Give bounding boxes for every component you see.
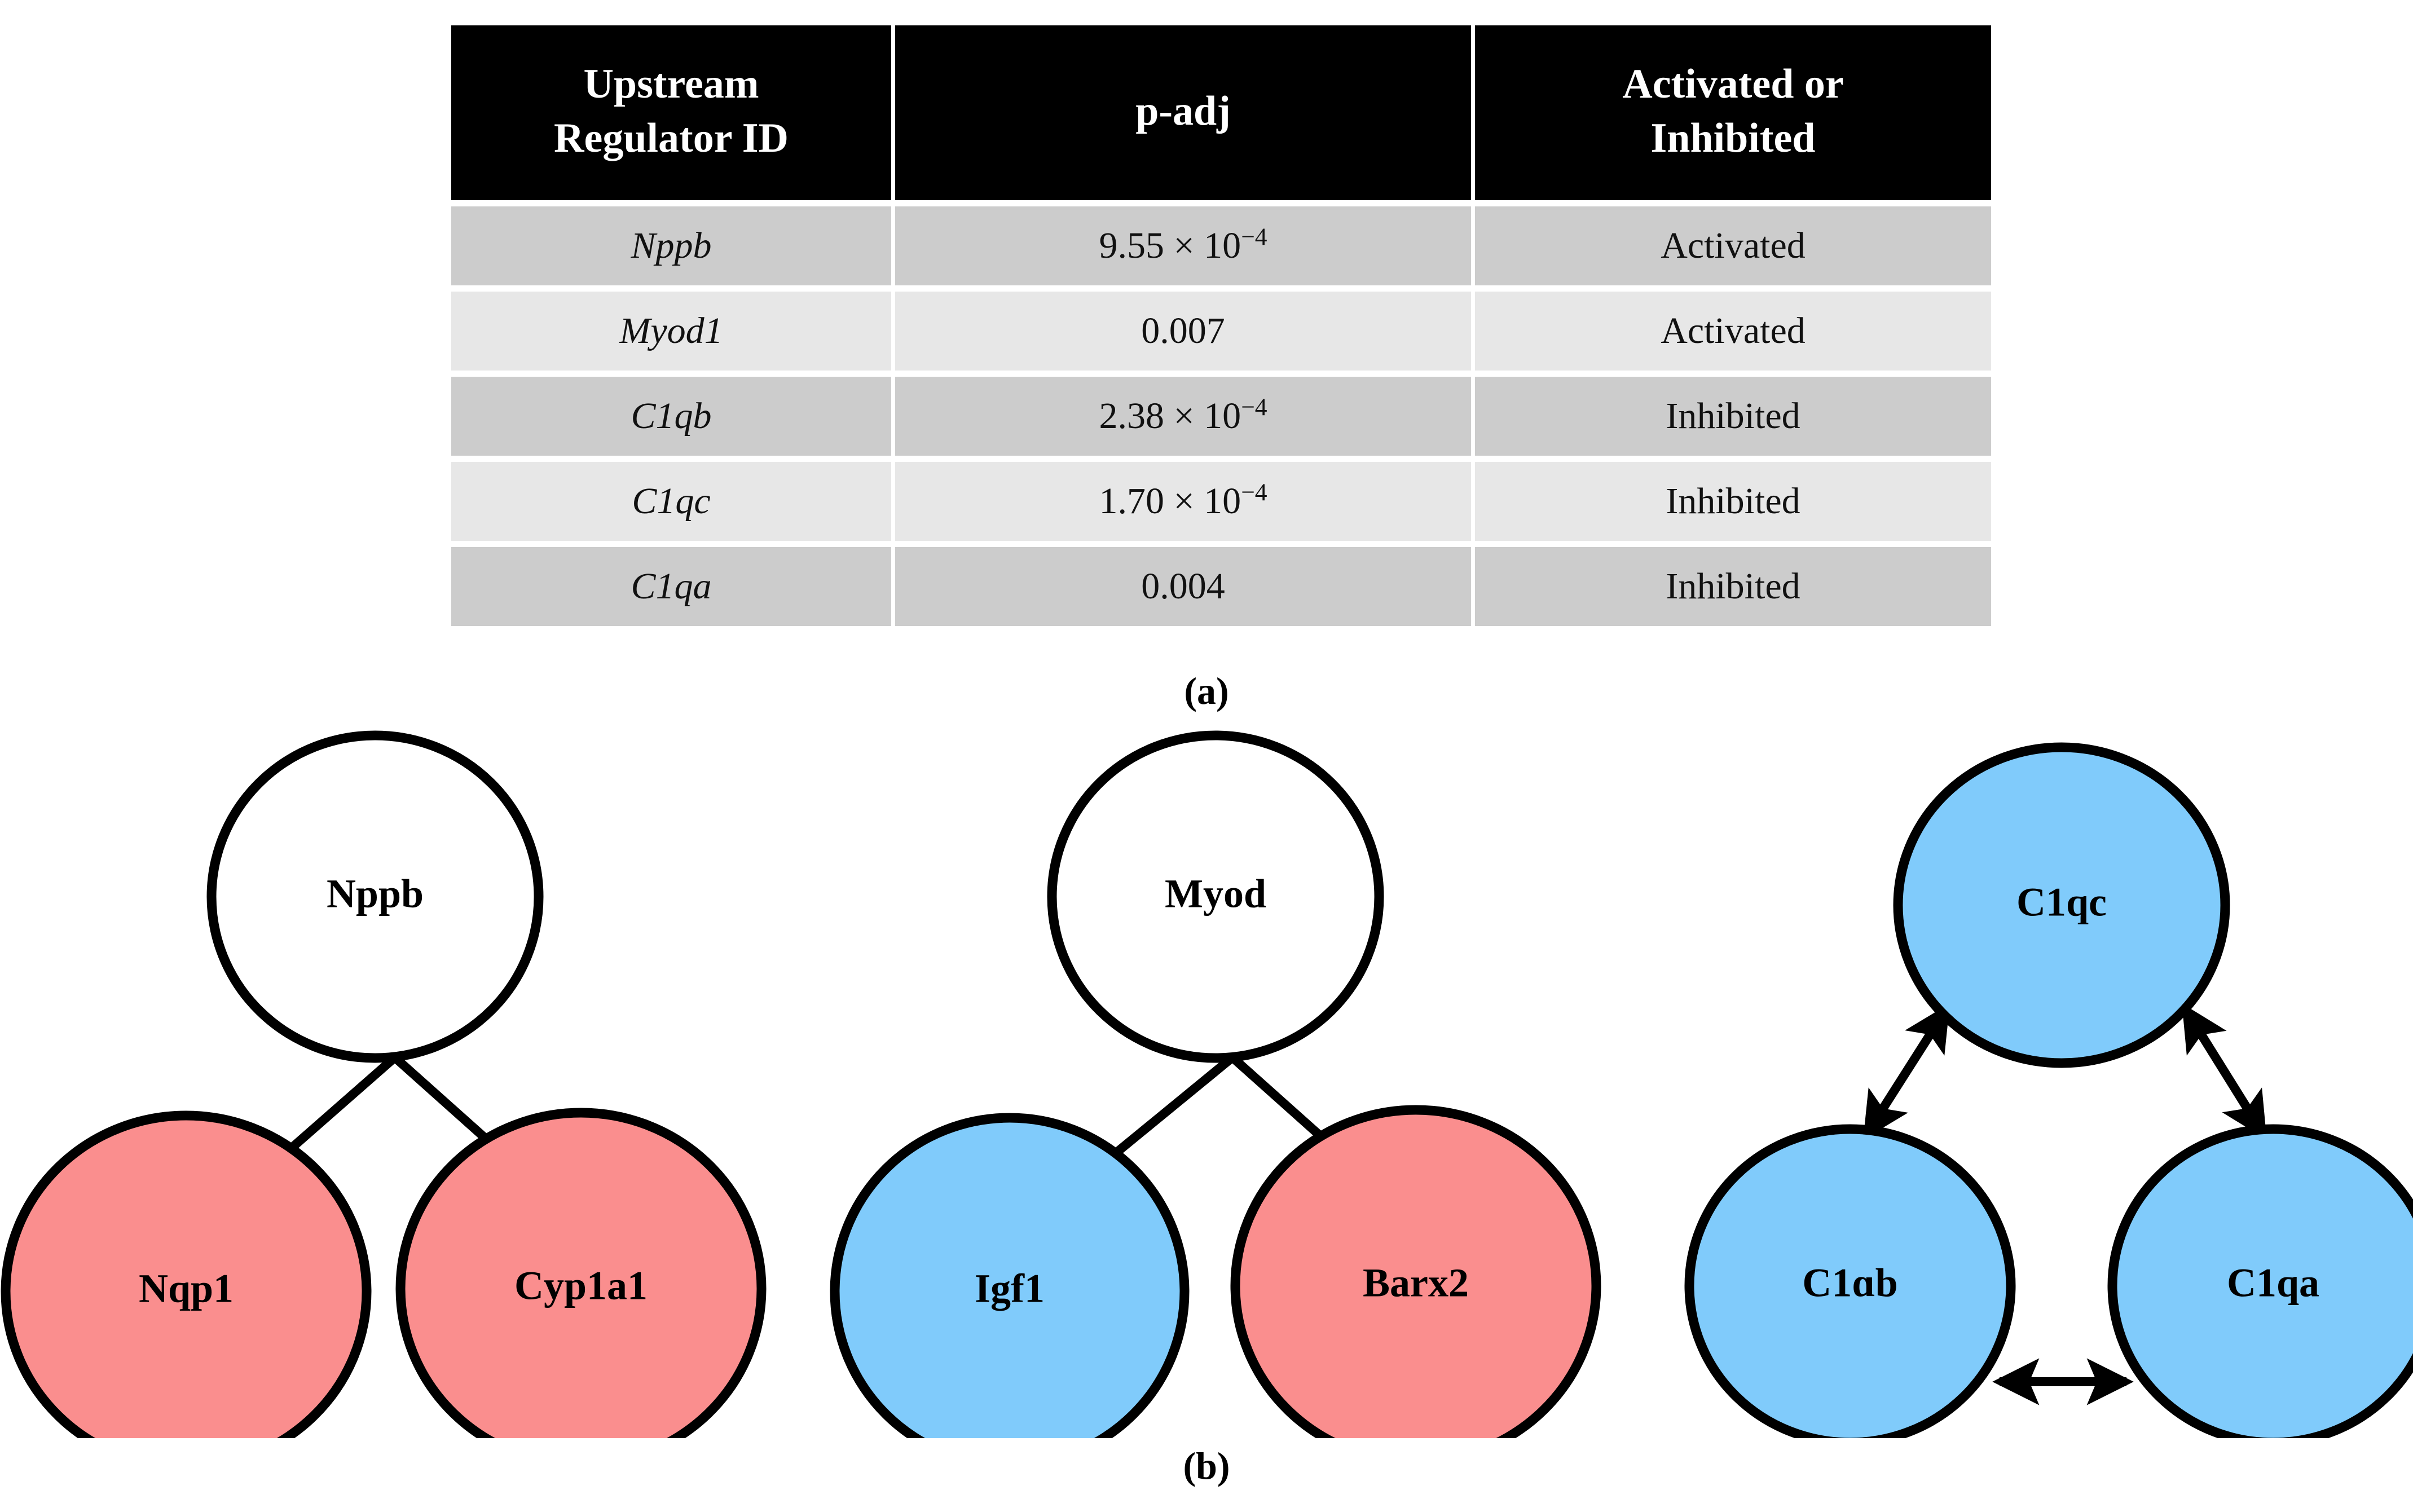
node-igf1[interactable]: Igf1 — [830, 1113, 1190, 1438]
node-shape[interactable] — [1, 1110, 372, 1438]
node-label: C1ɑb — [1802, 1260, 1897, 1306]
cell-gene: Myod1 — [451, 292, 895, 371]
node-nppb[interactable]: Nppb — [206, 730, 544, 1063]
p-adj-mantissa: 1.70 × 10 — [1099, 481, 1241, 522]
node-shape[interactable] — [1230, 1105, 1601, 1438]
column-header-p-adj: p-adj — [895, 25, 1475, 200]
node-shape[interactable] — [1047, 730, 1384, 1063]
cell-status: Inhibited — [1475, 547, 1991, 626]
column-header-activated-or-inhibited: Activated or Inhibited — [1475, 25, 1991, 200]
p-adj-mantissa: 2.38 × 10 — [1099, 395, 1241, 437]
node-shape[interactable] — [830, 1113, 1190, 1438]
table-row: C1qb 2.38 × 10−4 Inhibited — [451, 377, 1991, 456]
node-shape[interactable] — [2107, 1124, 2413, 1438]
table-row: C1qc 1.70 × 10−4 Inhibited — [451, 462, 1991, 541]
cell-status: Activated — [1475, 292, 1991, 371]
node-label: Igf1 — [975, 1266, 1045, 1311]
panel-b-caption: (b) — [1183, 1444, 1230, 1487]
node-barx2[interactable]: Barx2 — [1230, 1105, 1601, 1438]
cell-p-adj: 2.38 × 10−4 — [895, 377, 1475, 456]
cell-gene: C1qc — [451, 462, 895, 541]
node-label: Myod — [1165, 871, 1266, 916]
node-shape[interactable] — [395, 1108, 767, 1438]
node-label: Nppb — [327, 871, 424, 916]
p-adj-mantissa: 9.55 × 10 — [1099, 225, 1241, 266]
node-label: Barx2 — [1363, 1260, 1469, 1306]
column-header-line-1: Activated or — [1622, 60, 1844, 107]
edge-c1ab-c1qc — [1863, 1003, 1950, 1140]
node-label: C1qc — [2016, 880, 2107, 925]
node-cyp1a1[interactable]: Cyp1a1 — [395, 1108, 767, 1438]
node-myod[interactable]: Myod — [1047, 730, 1384, 1063]
node-label: Cyp1a1 — [514, 1263, 648, 1308]
cell-gene: Nppb — [451, 206, 895, 285]
cell-p-adj: 1.70 × 10−4 — [895, 462, 1475, 541]
p-adj-exponent: −4 — [1241, 394, 1267, 421]
network-nodes: Nppb Nqp1 Cyp1a1 Myod Igf1 — [1, 730, 2413, 1438]
column-header-line-1: Upstream — [583, 60, 759, 107]
column-header-line-2: Inhibited — [1650, 115, 1816, 161]
panel-a-caption: (a) — [1184, 669, 1229, 712]
upstream-regulator-table: Upstream Regulator ID p-adj Activated or… — [451, 19, 1991, 632]
node-label: C1qa — [2227, 1260, 2319, 1306]
p-adj-exponent: −4 — [1241, 223, 1267, 250]
regulator-network-diagram: Nppb Nqp1 Cyp1a1 Myod Igf1 — [1, 730, 2413, 1438]
cell-status: Inhibited — [1475, 377, 1991, 456]
cell-status: Inhibited — [1475, 462, 1991, 541]
cell-gene: C1qa — [451, 547, 895, 626]
cell-gene: C1qb — [451, 377, 895, 456]
table-row: Nppb 9.55 × 10−4 Activated — [451, 206, 1991, 285]
table-row: Myod1 0.007 Activated — [451, 292, 1991, 371]
node-c1ab[interactable]: C1ɑb — [1684, 1124, 2016, 1438]
edge-c1qc-c1qa — [2182, 1003, 2267, 1140]
cell-p-adj: 0.007 — [895, 292, 1475, 371]
table-header-row: Upstream Regulator ID p-adj Activated or… — [451, 25, 1991, 200]
node-shape[interactable] — [206, 730, 544, 1063]
node-nqp1[interactable]: Nqp1 — [1, 1110, 372, 1438]
column-header-upstream-regulator-id: Upstream Regulator ID — [451, 25, 895, 200]
node-c1qa[interactable]: C1qa — [2107, 1124, 2413, 1438]
column-header-line-2: Regulator ID — [554, 115, 789, 161]
cell-p-adj: 0.004 — [895, 547, 1475, 626]
upstream-regulator-table-panel: Upstream Regulator ID p-adj Activated or… — [451, 19, 1991, 632]
p-adj-plain: 0.004 — [1141, 566, 1225, 607]
table-row: C1qa 0.004 Inhibited — [451, 547, 1991, 626]
p-adj-plain: 0.007 — [1141, 310, 1225, 351]
regulator-network-panel: Nppb Nqp1 Cyp1a1 Myod Igf1 — [0, 722, 2413, 1438]
column-header-line-1: p-adj — [1135, 87, 1231, 134]
table-body: Nppb 9.55 × 10−4 Activated Myod1 0.007 A… — [451, 206, 1991, 626]
cell-p-adj: 9.55 × 10−4 — [895, 206, 1475, 285]
cell-status: Activated — [1475, 206, 1991, 285]
node-label: Nqp1 — [139, 1266, 234, 1311]
p-adj-exponent: −4 — [1241, 479, 1267, 506]
table-header: Upstream Regulator ID p-adj Activated or… — [451, 25, 1991, 200]
node-shape[interactable] — [1893, 742, 2230, 1068]
node-shape[interactable] — [1684, 1124, 2016, 1438]
node-c1qc[interactable]: C1qc — [1893, 742, 2230, 1068]
